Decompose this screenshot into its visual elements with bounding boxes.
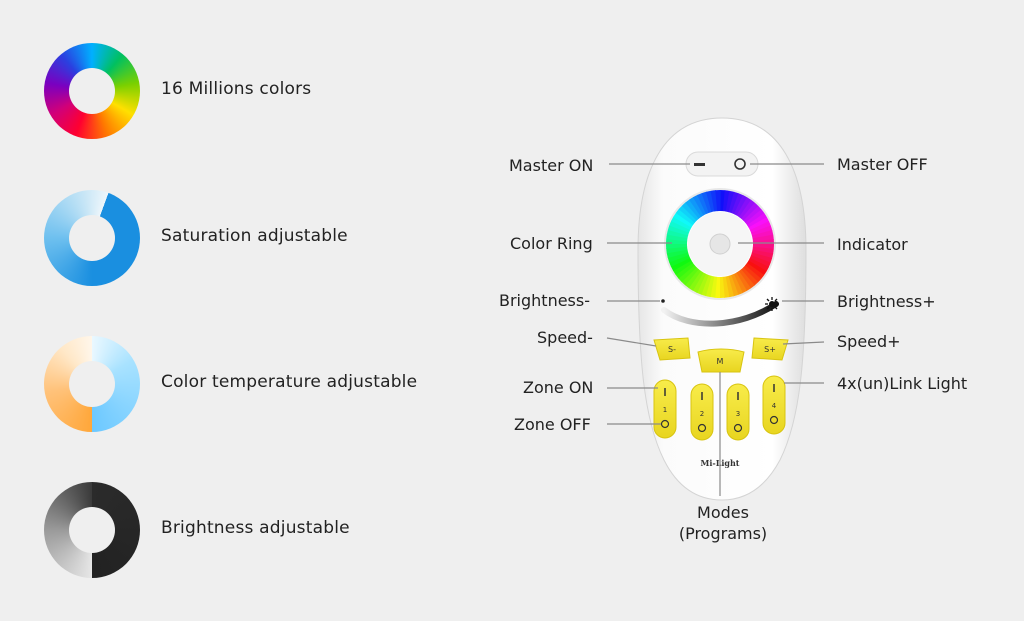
color-ring [664,188,776,300]
feature-label-saturation: Saturation adjustable [161,226,348,246]
brightness-plus-sun-icon [765,297,779,311]
speed-plus-button [751,337,789,361]
callout-brightness-plus: Brightness+ [837,292,936,311]
brightness-minus-dot [661,299,665,303]
feature-saturation: Saturation adjustable [44,190,464,286]
speed-plus-label: S+ [764,345,776,354]
feature-label-brightness: Brightness adjustable [161,518,350,538]
callout-speed-plus: Speed+ [837,332,901,351]
callout-color-ring: Color Ring [510,234,593,253]
callout-modes-line2: (Programs) [678,524,768,543]
feature-brightness: Brightness adjustable [44,482,464,578]
mode-button [697,348,745,373]
callout-zone-on: Zone ON [523,378,594,397]
callout-zone-off: Zone OFF [514,415,591,434]
temperature-ring-icon [44,336,140,432]
speed-minus-button [653,337,691,361]
feature-temperature: Color temperature adjustable [44,336,464,432]
saturation-ring-icon [44,190,140,286]
leader-lines [606,163,825,496]
speed-minus-label: S- [668,345,676,354]
indicator-light [709,233,731,255]
svg-text:2: 2 [700,410,704,418]
feature-color: 16 Millions colors [44,43,464,139]
svg-text:3: 3 [736,410,740,418]
callout-indicator: Indicator [837,235,908,254]
color-wheel-icon [44,43,140,139]
feature-label-colors: 16 Millions colors [161,79,312,99]
callout-modes-line1: Modes [697,503,749,522]
master-on-button [694,163,705,166]
svg-text:1: 1 [663,406,667,414]
callout-link-light: 4x(un)Link Light [837,374,968,393]
brightness-slider [661,301,779,327]
callout-modes-sub: (Programs) [670,524,776,543]
mode-label: M [717,357,724,366]
callout-master-on: Master ON [509,156,594,175]
zone-button-3: 3 [726,383,750,441]
callout-brightness-minus: Brightness- [499,291,590,310]
callout-master-off: Master OFF [837,155,928,174]
zone-button-2: 2 [690,383,714,441]
svg-text:4: 4 [772,402,777,410]
callout-modes: Modes [692,503,754,522]
master-off-button [734,158,746,170]
feature-label-temperature: Color temperature adjustable [161,372,418,392]
zone-button-4: 4 [762,375,786,435]
callout-speed-minus: Speed- [537,328,593,347]
brightness-ring-icon [44,482,140,578]
zone-button-1: 1 [653,379,677,439]
